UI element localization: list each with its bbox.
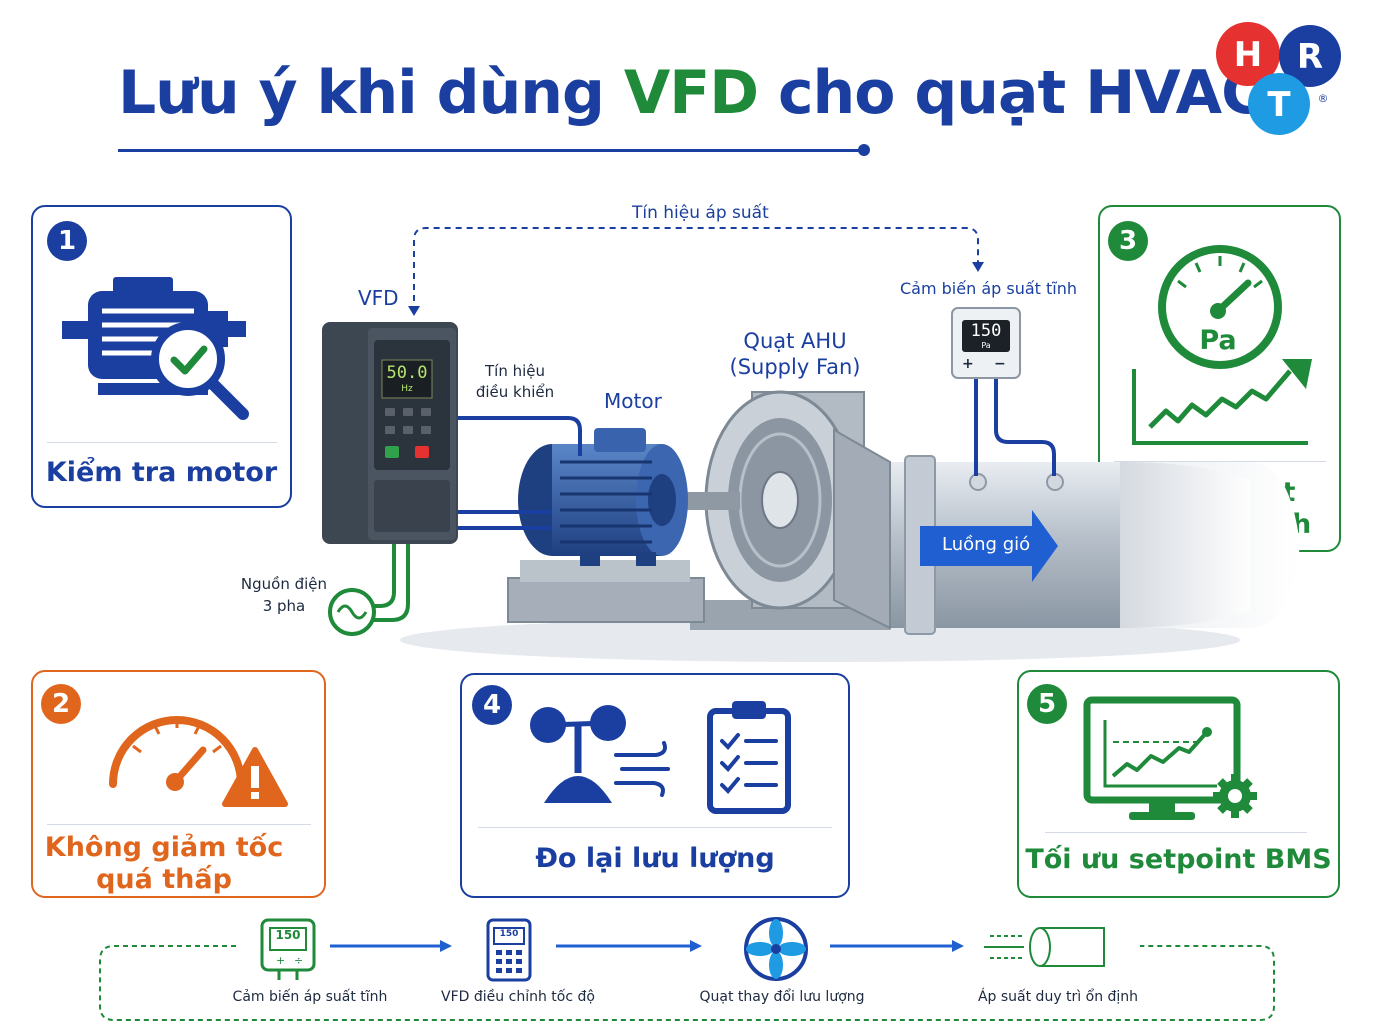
sensor-display-value: 150 [970,321,1002,341]
airflow-label: Luồng gió [942,534,1031,555]
card-min-speed: 2 Không giảm tốc quá thấp [31,670,326,898]
flow-dashed-frame [99,945,1275,1021]
card-2-label-line2: quá thấp [96,864,232,895]
vfd-label: VFD [358,286,399,310]
power-label: Nguồn điện 3 pha [236,573,332,617]
title-part-2: cho quạt HVAC [758,58,1265,128]
card-measure-airflow: 4 Đo lại lưu lượng [460,673,850,898]
card-bms-setpoint: 5 Tối ưu setpoint BMS [1017,670,1340,898]
gauge-unit-label: Pa [1199,325,1236,356]
vfd-display-value: 50.0 [386,363,428,383]
logo-letter-h: H [1234,35,1262,75]
speed-gauge-warning-icon [103,698,293,808]
sensor-tube-right [994,376,1056,476]
card-check-motor: 1 Kiểm tra motor [31,205,292,508]
card-1-label: Kiểm tra motor [45,457,278,488]
hrt-logo: H R T ® [1212,18,1352,143]
clipboard-checklist-icon [706,697,792,815]
card-1-badge: 1 [47,221,87,261]
control-signal-label: Tín hiệu điều khiển [470,361,560,403]
title-highlight: VFD [623,58,759,128]
pressure-signal-label: Tín hiệu áp suất [632,203,769,223]
power-label-line2: 3 pha [262,597,306,615]
svg-text:÷: ÷ [294,954,303,967]
card-5-label: Tối ưu setpoint BMS [1025,844,1332,875]
page-title: Lưu ý khi dùng VFD cho quạt HVAC [118,58,1265,128]
fan-label-line2: (Supply Fan) [729,355,861,379]
ahu-fan [690,390,891,630]
card-3-badge: 3 [1108,221,1148,261]
flow-fan-icon [744,917,808,981]
flow-step-4-label: Áp suất duy trì ổn định [977,989,1139,1005]
card-2-badge: 2 [41,684,81,724]
sensor-minus-port: − [994,356,1006,372]
card-5-badge: 5 [1027,684,1067,724]
flow-sensor-icon: + ÷ [260,918,316,980]
monitor-trend-gear-icon [1083,694,1263,824]
card-2-label: Không giảm tốc quá thấp [33,832,295,896]
motor-shaft [680,492,740,510]
anemometer-icon [526,699,676,809]
flow-sensor-display: 150 [275,928,301,942]
vfd-display-unit: Hz [401,384,413,394]
flow-duct-icon [984,927,1105,967]
power-cables [372,544,410,622]
motor-base [507,560,705,623]
pressure-gauge-trend-icon: Pa [1130,241,1330,451]
motor-label: Motor [604,389,662,413]
logo-letter-t: T [1267,85,1291,125]
pressure-sensor [951,307,1021,379]
card-4-label: Đo lại lưu lượng [535,843,775,874]
title-part-1: Lưu ý khi dùng [118,58,624,128]
pressure-signal-line [408,227,984,316]
flow-step-3-label: Quạt thay đổi lưu lượng [699,989,865,1005]
fan-label-line1: Quạt AHU [743,329,847,353]
card-4-badge: 4 [472,685,512,725]
control-signal-line1: Tín hiệu [484,362,545,380]
logo-letter-r: R [1297,37,1323,77]
sensor-label: Cảm biến áp suất tĩnh [900,279,1078,298]
flow-vfd-display: 150 [499,929,519,939]
card-2-label-line1: Không giảm tốc [44,832,284,863]
title-underline [118,149,862,152]
logo-registered: ® [1318,92,1329,105]
fan-label: Quạt AHU (Supply Fan) [722,328,868,380]
control-signal-line2: điều khiển [475,383,555,401]
title-underline-dot [858,144,870,156]
sensor-plus-port: + [962,356,974,372]
sensor-display-unit: Pa [981,341,991,350]
flow-step-1-label: Cảm biến áp suất tĩnh [232,989,388,1005]
ac-power-icon [328,588,376,636]
vfd-drive [322,322,458,544]
flow-vfd-icon [486,918,532,982]
svg-text:+: + [276,954,285,967]
floor-shadow [400,618,1240,662]
motor-inspect-icon [58,259,263,429]
flow-step-2-label: VFD điều chỉnh tốc độ [441,989,595,1005]
airflow-arrow [920,510,1058,582]
control-cables [458,416,582,530]
power-label-line1: Nguồn điện [240,575,328,593]
